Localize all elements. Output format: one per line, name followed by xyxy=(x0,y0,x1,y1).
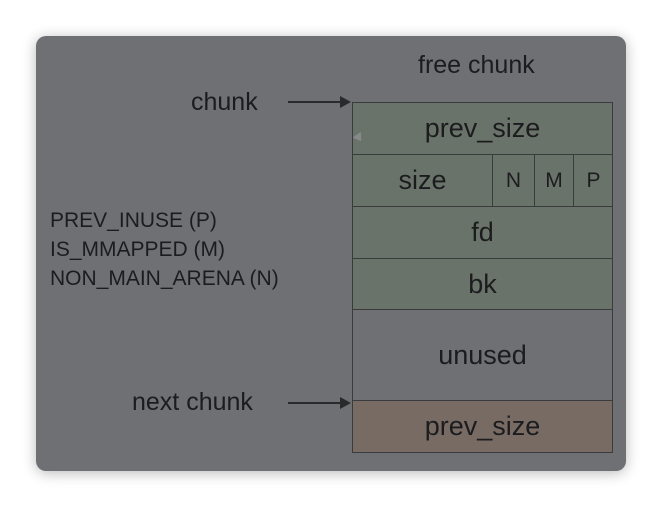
chunk-layout: prev_size size N M P fd bk unused prev_s… xyxy=(352,102,613,453)
next-chunk-pointer-label: next chunk xyxy=(132,388,253,416)
field-next-prev-size-label: prev_size xyxy=(424,411,541,441)
next-chunk-pointer-arrow xyxy=(288,397,351,409)
field-fd-label: fd xyxy=(471,217,494,247)
diagram-card: free chunk chunk PREV_INUSE (P) IS_MMAPP… xyxy=(36,36,626,471)
field-next-prev-size: prev_size xyxy=(352,400,613,453)
field-size: size N M P xyxy=(352,154,613,207)
field-size-label: size xyxy=(398,165,447,195)
field-bk: bk xyxy=(352,258,613,310)
flag-legend-is-mmapped: IS_MMAPPED (M) xyxy=(50,238,226,261)
field-fd: fd xyxy=(352,206,613,259)
field-prev-size-label: prev_size xyxy=(424,113,541,143)
field-bk-label: bk xyxy=(468,268,497,299)
diagram-title: free chunk xyxy=(418,51,535,79)
flag-bit-p: P xyxy=(573,155,613,206)
flag-legend: PREV_INUSE (P) IS_MMAPPED (M) NON_MAIN_A… xyxy=(50,206,279,293)
flag-legend-prev-inuse: PREV_INUSE (P) xyxy=(50,209,217,232)
field-unused: unused xyxy=(352,309,613,401)
chunk-pointer-arrow xyxy=(288,96,351,108)
field-unused-label: unused xyxy=(438,339,527,370)
flag-bit-n: N xyxy=(492,155,534,206)
chunk-pointer-label: chunk xyxy=(191,88,258,116)
flag-legend-non-main-arena: NON_MAIN_ARENA (N) xyxy=(50,267,279,290)
field-prev-size: prev_size xyxy=(352,102,613,155)
flag-bit-m: M xyxy=(534,155,573,206)
